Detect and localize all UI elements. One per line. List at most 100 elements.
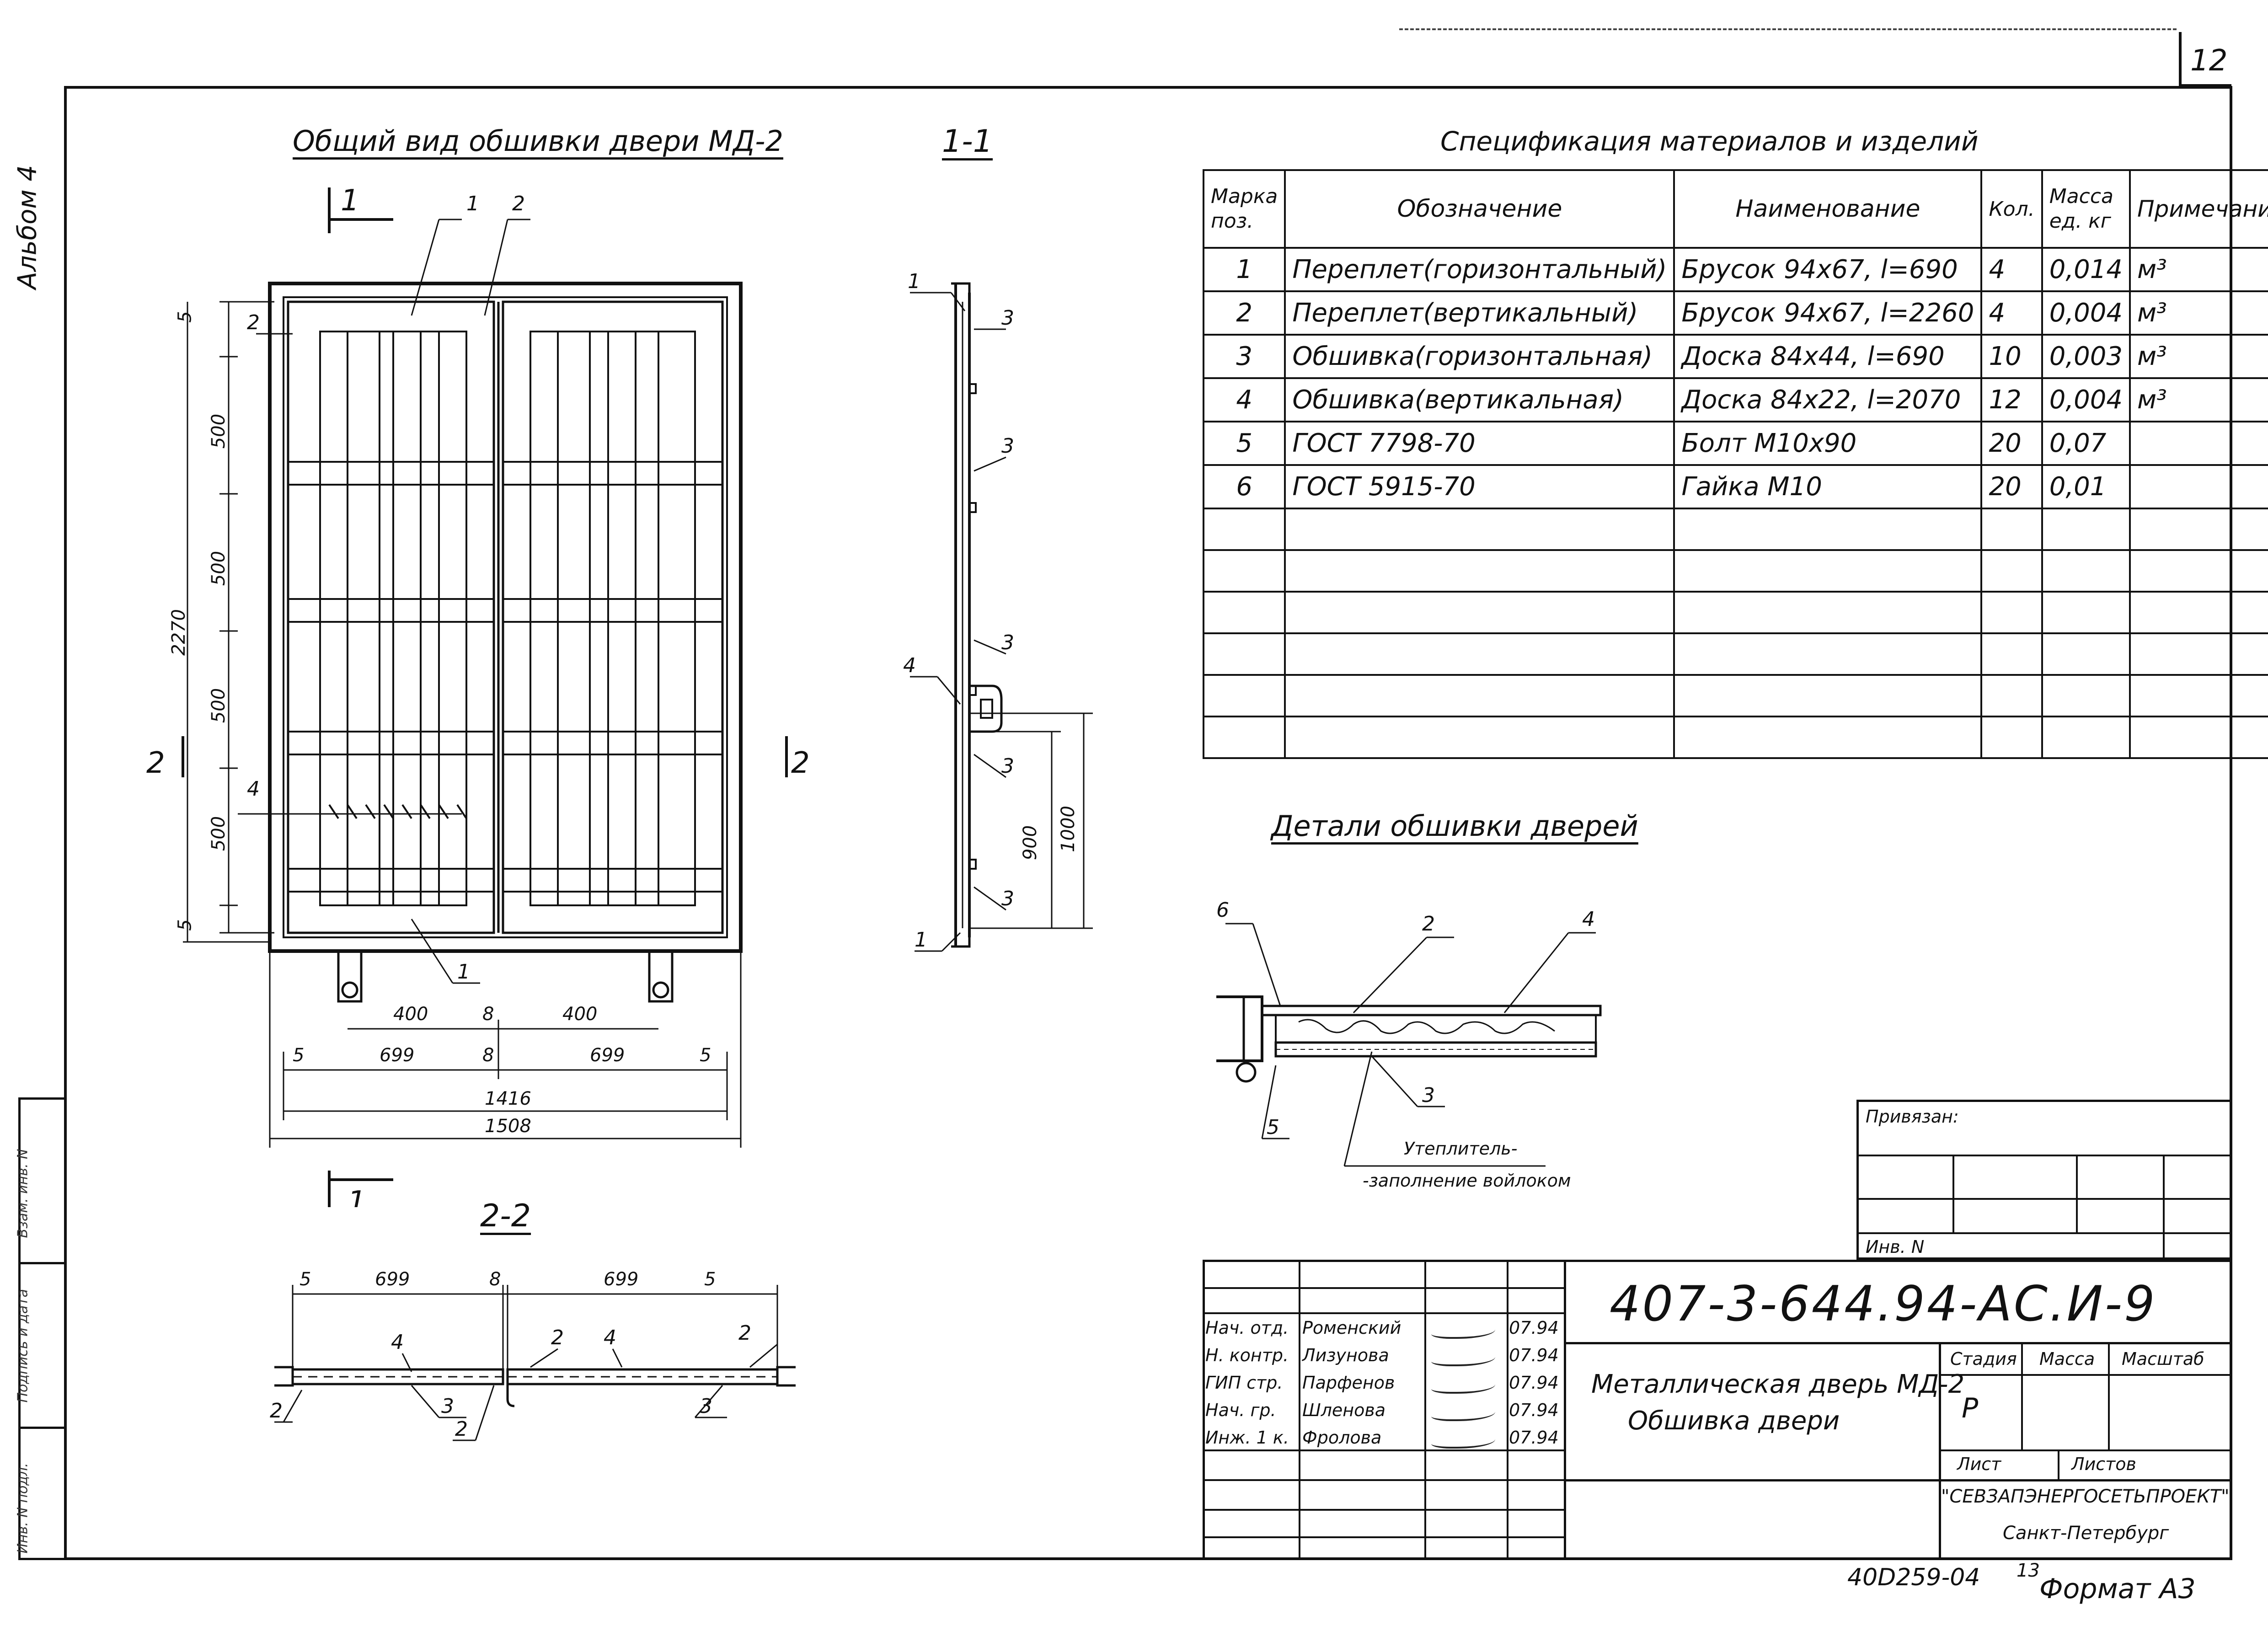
section-2-2-title: 2-2 [480, 1198, 531, 1234]
dim-v-1: 500 [208, 413, 230, 449]
bound-box [1856, 1100, 2232, 1260]
handwritten-signature [1431, 1378, 1495, 1394]
spec-cell-designation: Переплет(горизонтальный) [1284, 247, 1675, 292]
dim-v-top: 5 [174, 311, 196, 323]
spec-cell-designation: ГОСТ 5915-70 [1284, 464, 1675, 509]
spec-cell-mark [1202, 508, 1286, 551]
signature-date: 07.94 [1509, 1373, 1559, 1393]
archive-stamp: 40D259-04 [1847, 1564, 1980, 1591]
spec-header-designation: Обозначение [1284, 169, 1675, 249]
spec-cell-mark [1202, 716, 1286, 759]
spec-cell-qty [1980, 591, 2043, 634]
spec-table: Марка поз. Обозначение Наименование Кол.… [1202, 169, 2268, 759]
signature-role: Нач. отд. [1205, 1318, 1289, 1338]
spec-cell-qty: 20 [1980, 464, 2043, 509]
signature-date: 07.94 [1509, 1428, 1559, 1448]
page-number: 12 [2190, 44, 2228, 78]
spec-cell-mark: 4 [1202, 377, 1286, 422]
dim-v-2: 500 [208, 551, 230, 586]
spec-title: Спецификация материалов и изделий [1440, 126, 1979, 157]
signature-name: Роменский [1302, 1318, 1401, 1338]
spec-cell-note [2129, 421, 2268, 466]
spec-cell-qty: 12 [1980, 377, 2043, 422]
title-divider-1 [1564, 1342, 2232, 1344]
dim-bottom-400a: 400 [393, 1004, 428, 1025]
spec-cell-mark [1202, 632, 1286, 676]
spec-cell-note [2129, 674, 2268, 717]
spec-cell-mass: 0,014 [2041, 247, 2131, 292]
spec-row [1202, 591, 2268, 634]
callout-4: 4 [247, 777, 260, 801]
s22-dim-699b: 699 [604, 1269, 639, 1290]
stage-col-line [2021, 1342, 2023, 1449]
signature-name: Шленова [1302, 1400, 1386, 1420]
org-city: Санкт-Петербург [2003, 1523, 2169, 1544]
spec-cell-qty [1980, 632, 2043, 676]
spec-row [1202, 508, 2268, 551]
signature-date: 07.94 [1509, 1345, 1559, 1365]
dim-bottom-5a: 5 [293, 1045, 305, 1066]
inv-label: Инв. N [1866, 1237, 1925, 1257]
spec-cell-mark: 5 [1202, 421, 1286, 466]
spec-cell-qty: 20 [1980, 421, 2043, 466]
spec-cell-mass: 0,07 [2041, 421, 2131, 466]
section-mark-2-left: 2 [146, 746, 165, 780]
detail-callout-3: 3 [1422, 1084, 1435, 1107]
side-stamp-label-2: Подпись и дата [15, 1289, 31, 1403]
s22-callout-4a: 4 [391, 1331, 404, 1354]
section-1-1-drawing: 1 3 3 3 4 3 3 1 [903, 270, 1093, 952]
signature-grid [1203, 1260, 1566, 1560]
spec-cell-mass: 0,004 [2041, 377, 2131, 422]
spec-cell-mass: 0,01 [2041, 464, 2131, 509]
detail-callout-4: 4 [1582, 908, 1595, 931]
spec-header-qty: Кол. [1980, 169, 2043, 249]
format-label: Формат А3 [2039, 1573, 2196, 1605]
s11-callout-3b: 3 [1001, 434, 1014, 458]
spec-row [1202, 674, 2268, 717]
dim-bottom-8b: 8 [482, 1045, 494, 1066]
signature-role: Инж. 1 к. [1205, 1428, 1289, 1448]
spec-cell-name: Доска 84х22, l=2070 [1673, 377, 1983, 422]
side-stamp-divider [18, 1427, 64, 1429]
handwritten-signature [1431, 1351, 1495, 1366]
s22-dim-5b: 5 [704, 1269, 716, 1290]
spec-cell-mark [1202, 674, 1286, 717]
spec-cell-designation: ГОСТ 7798-70 [1284, 421, 1675, 466]
spec-cell-designation [1284, 674, 1675, 717]
spec-cell-name [1673, 674, 1983, 717]
doc-name-line2: Обшивка двери [1628, 1406, 1840, 1436]
spec-cell-mass [2041, 549, 2131, 593]
s22-dim-8: 8 [489, 1269, 501, 1290]
spec-cell-name [1673, 549, 1983, 593]
dim-inner-width: 1416 [485, 1088, 531, 1109]
callout-2b: 2 [247, 311, 260, 334]
spec-cell-note [2129, 591, 2268, 634]
spec-cell-name: Брусок 94х67, l=2260 [1673, 290, 1983, 336]
spec-cell-designation [1284, 632, 1675, 676]
handwritten-signature [1431, 1406, 1495, 1421]
drawing-frame [64, 86, 2232, 1560]
spec-cell-mass [2041, 632, 2131, 676]
s11-callout-1-top: 1 [908, 270, 920, 293]
s11-callout-3a: 3 [1001, 306, 1014, 330]
spec-cell-name: Гайка М10 [1673, 464, 1983, 509]
s22-callout-4b: 4 [604, 1326, 616, 1349]
spec-cell-designation [1284, 508, 1675, 551]
signature-role: Нач. гр. [1205, 1400, 1276, 1420]
dim-total-height: 2270 [168, 609, 189, 656]
title-block [1203, 1260, 2232, 1560]
spec-cell-qty [1980, 508, 2043, 551]
stage-value: Р [1962, 1392, 1979, 1424]
s11-callout-3c: 3 [1001, 631, 1014, 654]
stage-header: Стадия [1950, 1349, 2017, 1369]
spec-cell-name [1673, 591, 1983, 634]
details-drawing: 6 2 4 3 5 [1216, 898, 1602, 1167]
bound-label: Привязан: [1866, 1107, 1959, 1127]
side-stamp [18, 1097, 64, 1560]
album-label: Альбом 4 [12, 165, 43, 289]
spec-cell-mass [2041, 508, 2131, 551]
spec-header-name: Наименование [1673, 169, 1983, 249]
spec-cell-note: м³ [2129, 334, 2268, 379]
